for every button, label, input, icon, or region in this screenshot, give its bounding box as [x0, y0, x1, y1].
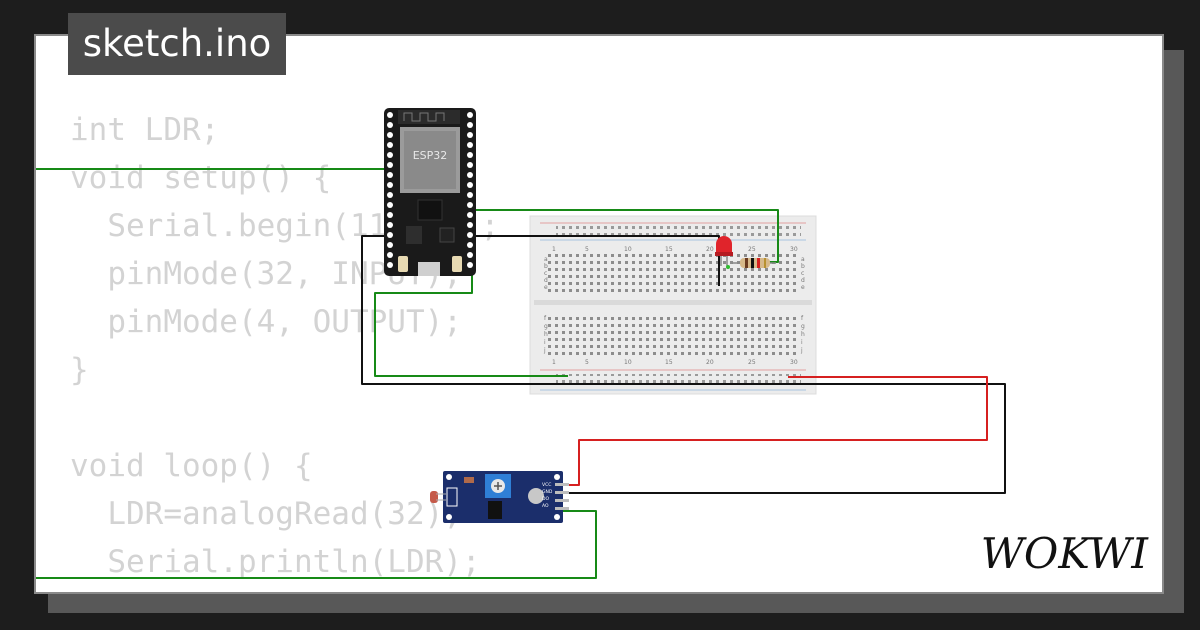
ldr-pins	[555, 483, 569, 510]
row-letter: d	[544, 277, 548, 284]
wokwi-logo: WOKWI	[981, 529, 1150, 578]
wire-black[interactable]	[361, 235, 1006, 494]
code-line: LDR=analogRead(32);	[70, 496, 462, 532]
row-letter: c	[801, 270, 804, 277]
pin-label: AO	[542, 503, 549, 509]
row-letter: g	[544, 323, 548, 330]
row-letter: h	[801, 331, 805, 338]
column-number: 20	[706, 246, 714, 253]
column-number: 10	[624, 246, 632, 253]
row-letter: f	[544, 315, 547, 322]
esp32-board[interactable]: ESP32	[384, 108, 476, 276]
file-title: sketch.ino	[68, 13, 286, 75]
wire-green[interactable]	[470, 209, 779, 263]
code-line: pinMode(4, OUTPUT);	[70, 304, 462, 340]
row-letter: j	[543, 347, 546, 354]
row-letter: g	[801, 323, 805, 330]
row-letter: f	[801, 315, 804, 322]
row-letter: e	[544, 284, 548, 291]
breadboard: 1 5 10 15 20 25 30 1 5 10 15 20 25 30 a …	[529, 215, 817, 395]
row-letter: e	[801, 284, 805, 291]
column-number: 30	[790, 246, 798, 253]
indicator-led	[528, 488, 544, 504]
row-letter: h	[544, 331, 548, 338]
led[interactable]	[715, 236, 733, 269]
row-letter: b	[544, 263, 548, 270]
code-line: Serial.println(LDR);	[70, 544, 481, 580]
column-number: 25	[748, 359, 756, 366]
column-number: 10	[624, 359, 632, 366]
row-letter: d	[801, 277, 805, 284]
row-letter: a	[801, 256, 805, 263]
resistor[interactable]	[732, 258, 776, 268]
row-letter: c	[544, 270, 547, 277]
wires	[36, 168, 1006, 579]
column-number: 30	[790, 359, 798, 366]
code-line: void loop() {	[70, 448, 313, 484]
row-letter: j	[800, 347, 803, 354]
row-letter: b	[801, 263, 805, 270]
row-letter: i	[544, 339, 546, 346]
pin-label: VCC	[542, 482, 551, 488]
pin-label: DO	[542, 496, 549, 502]
code-line: }	[70, 352, 89, 388]
column-number: 1	[552, 246, 556, 253]
pin-label: GND	[542, 489, 553, 495]
column-number: 25	[748, 246, 756, 253]
code-preview: int LDR;void setup() { Serial.begin(1152…	[70, 106, 499, 592]
esp32-label: ESP32	[413, 149, 448, 162]
wire-green[interactable]	[374, 252, 568, 377]
column-number: 5	[585, 359, 589, 366]
wire-red[interactable]	[563, 376, 988, 486]
column-number: 15	[665, 246, 673, 253]
wire-green[interactable]	[36, 510, 597, 579]
wire-black[interactable]	[470, 235, 720, 286]
column-number: 15	[665, 359, 673, 366]
ldr-module[interactable]: VCC GND DO AO	[430, 471, 569, 523]
row-letter: a	[544, 256, 548, 263]
photoresistor	[430, 491, 438, 503]
column-number: 5	[585, 246, 589, 253]
row-letter: i	[801, 339, 803, 346]
column-number: 20	[706, 359, 714, 366]
code-line: int LDR;	[70, 112, 220, 148]
column-number: 1	[552, 359, 556, 366]
esp32-pins	[387, 112, 473, 268]
